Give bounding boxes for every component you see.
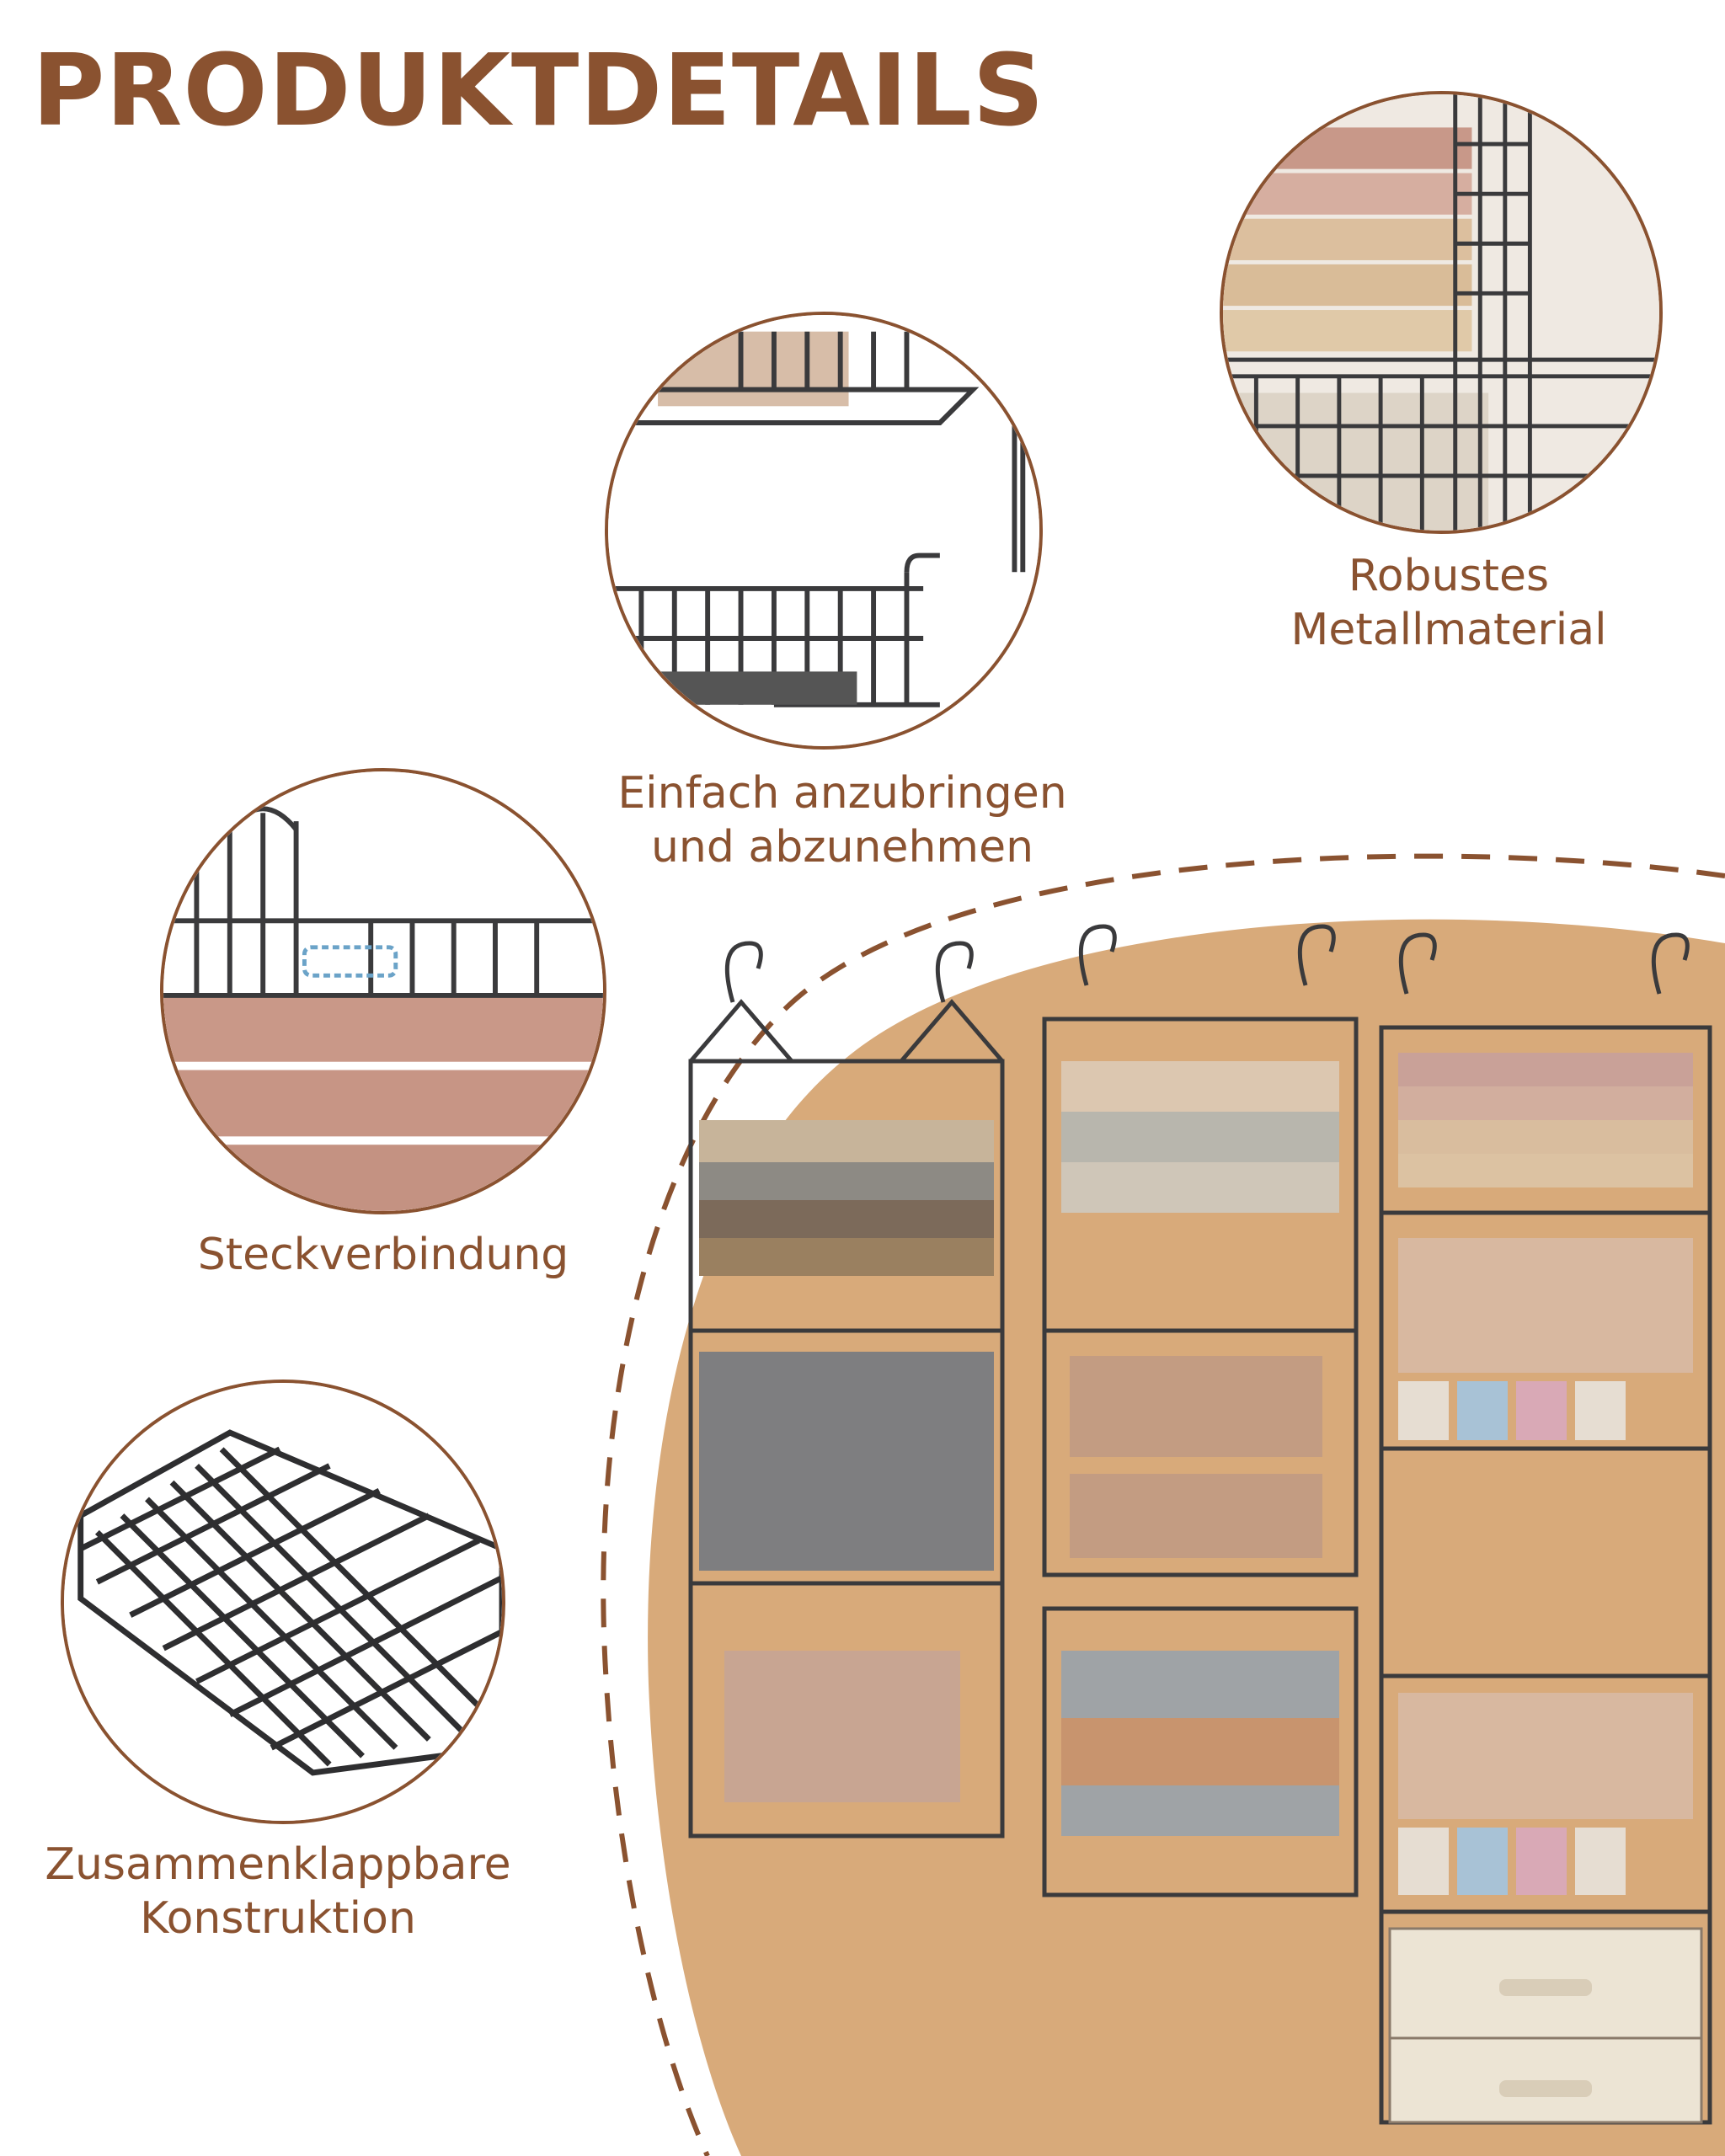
foldable-caption: Zusammenklappbare Konstruktion: [25, 1838, 531, 1945]
organizer-right: [1379, 932, 1712, 2125]
caption-line: Konstruktion: [140, 1893, 416, 1944]
connector-detail-image: [160, 768, 606, 1214]
caption-line: und abzunehmen: [650, 822, 1034, 873]
mount-detail-image: [605, 312, 1043, 750]
caption-line: Robustes: [1348, 551, 1550, 601]
caption-line: Zusammenklappbare: [45, 1839, 511, 1890]
caption-line: Einfach anzubringen: [617, 768, 1067, 819]
page-title: PRODUKTDETAILS: [32, 32, 1045, 148]
connector-caption: Steckverbindung: [160, 1228, 606, 1282]
hook-and-shelf-illustration: [608, 315, 1039, 746]
metal-detail-image: [1220, 91, 1663, 534]
foldable-detail-image: [61, 1380, 505, 1824]
organizer-left: [688, 941, 1005, 1838]
folded-wire-panel-illustration: [64, 1383, 502, 1821]
stacked-towels-in-wire-rack-illustration: [1223, 94, 1659, 531]
organizer-middle: [1042, 924, 1359, 1897]
connector-joint-illustration: [163, 771, 603, 1211]
caption-line: Metallmaterial: [1290, 605, 1607, 655]
hanging-organizers-illustration: [688, 924, 1712, 2125]
metal-caption: Robustes Metallmaterial: [1230, 549, 1668, 657]
caption-line: Steckverbindung: [197, 1230, 569, 1280]
mount-caption: Einfach anzubringen und abzunehmen: [590, 766, 1095, 874]
